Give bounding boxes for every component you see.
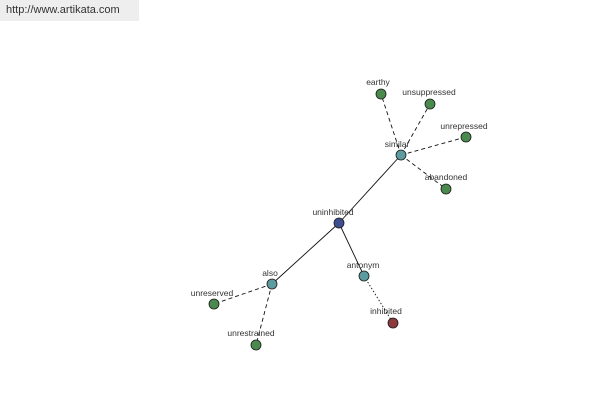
node-label-uninhibited: uninhibited bbox=[312, 207, 353, 217]
node-label-unreserved: unreserved bbox=[191, 288, 234, 298]
node-label-unrepressed: unrepressed bbox=[440, 121, 488, 131]
edge-antonym-inhibited bbox=[363, 275, 394, 324]
node-unsuppressed[interactable] bbox=[424, 98, 436, 110]
edge-similar-unsuppressed bbox=[400, 103, 431, 156]
node-unrestrained[interactable] bbox=[250, 339, 262, 351]
graph-labels: uninhibited similar also antonym earthy unsup… bbox=[191, 77, 488, 338]
node-abandoned[interactable] bbox=[440, 183, 452, 195]
node-antonym[interactable] bbox=[358, 270, 370, 282]
node-also[interactable] bbox=[266, 278, 278, 290]
graph-edges bbox=[213, 93, 467, 346]
node-label-unrestrained: unrestrained bbox=[227, 328, 275, 338]
node-label-earthy: earthy bbox=[366, 77, 390, 87]
node-label-abandoned: abandoned bbox=[425, 172, 468, 182]
edge-uninhibited-antonym bbox=[338, 222, 365, 277]
edge-similar-unrepressed bbox=[400, 136, 467, 156]
edge-also-unreserved bbox=[213, 283, 273, 305]
node-unreserved[interactable] bbox=[208, 298, 220, 310]
node-label-unsuppressed: unsuppressed bbox=[402, 87, 456, 97]
node-inhibited[interactable] bbox=[387, 317, 399, 329]
node-earthy[interactable] bbox=[375, 88, 387, 100]
node-label-inhibited: inhibited bbox=[370, 306, 402, 316]
edge-similar-earthy bbox=[380, 93, 402, 156]
node-label-also: also bbox=[262, 268, 278, 278]
edge-also-unrestrained bbox=[255, 283, 273, 346]
node-label-similar: similar bbox=[385, 139, 410, 149]
node-uninhibited[interactable] bbox=[333, 217, 345, 229]
node-label-antonym: antonym bbox=[347, 260, 380, 270]
edge-uninhibited-similar bbox=[338, 154, 402, 224]
node-unrepressed[interactable] bbox=[460, 131, 472, 143]
edge-similar-abandoned bbox=[400, 154, 447, 190]
graph-nodes bbox=[208, 88, 472, 351]
node-similar[interactable] bbox=[395, 149, 407, 161]
edge-uninhibited-also bbox=[271, 222, 340, 285]
artikata-link[interactable]: http://www.artikata.com bbox=[0, 0, 139, 21]
